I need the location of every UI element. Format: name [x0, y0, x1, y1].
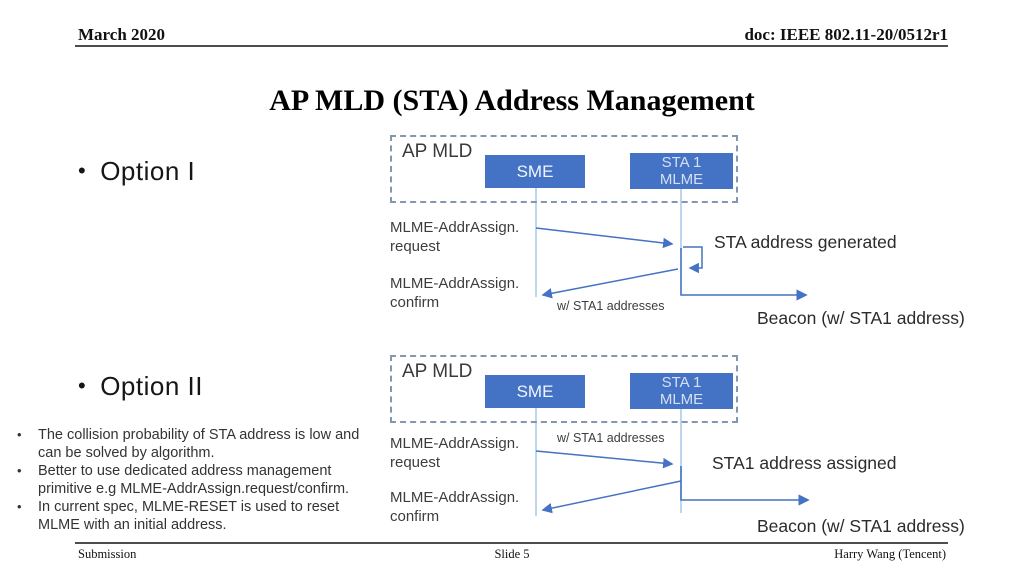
- confirm-arrow-1: [541, 268, 679, 299]
- page-title: AP MLD (STA) Address Management: [269, 84, 755, 117]
- note-text: Better to use dedicated address manageme…: [38, 463, 350, 497]
- beacon-arrow-1: [680, 248, 808, 301]
- bullet-glyph: •: [17, 499, 22, 514]
- request-arrow-2: [535, 450, 674, 469]
- bullet-glyph: •: [17, 427, 22, 442]
- option-1: • Option I: [78, 156, 195, 187]
- header-rule: [75, 45, 948, 47]
- list-item: • Better to use dedicated address managem…: [17, 462, 379, 498]
- option-2: • Option II: [78, 371, 203, 402]
- notes-list: • The collision probability of STA addres…: [17, 426, 379, 534]
- event-label-1: STA address generated: [714, 232, 897, 252]
- option-1-label: Option I: [100, 156, 196, 186]
- note-text: In current spec, MLME-RESET is used to r…: [38, 499, 340, 533]
- header-date: March 2020: [78, 25, 166, 44]
- sme-box-1: SME: [485, 155, 585, 188]
- list-item: • In current spec, MLME-RESET is used to …: [17, 498, 379, 534]
- request-label-2: MLME-AddrAssign. request: [390, 435, 520, 471]
- option-2-label: Option II: [100, 371, 203, 401]
- beacon-label-1: Beacon (w/ STA1 address): [757, 308, 965, 328]
- sta1-mlme-box-1: STA 1 MLME: [630, 153, 733, 189]
- sta1-mlme-box-2: STA 1 MLME: [630, 373, 733, 409]
- confirm-label-1: MLME-AddrAssign. confirm: [390, 275, 520, 311]
- ap-mld-container-2: [390, 355, 738, 423]
- list-item: • The collision probability of STA addres…: [17, 426, 379, 462]
- addresses-note-2: w/ STA1 addresses: [557, 431, 665, 445]
- ap-mld-label-2: AP MLD: [402, 361, 473, 382]
- request-arrow-1: [535, 227, 674, 249]
- confirm-label-2: MLME-AddrAssign. confirm: [390, 489, 520, 525]
- bullet-glyph: •: [78, 373, 87, 398]
- footer-rule: [75, 542, 948, 544]
- footer-submission: Submission: [78, 547, 137, 561]
- footer-author: Harry Wang (Tencent): [834, 547, 946, 561]
- sme-box-2: SME: [485, 375, 585, 408]
- bullet-glyph: •: [78, 158, 87, 183]
- request-label-1: MLME-AddrAssign. request: [390, 219, 520, 255]
- confirm-arrow-2: [541, 480, 682, 514]
- header-doc-number: doc: IEEE 802.11-20/0512r1: [744, 25, 948, 44]
- beacon-label-2: Beacon (w/ STA1 address): [757, 516, 965, 536]
- addresses-note-1: w/ STA1 addresses: [557, 299, 665, 313]
- self-loop-1: [683, 246, 703, 274]
- footer-slide-number: Slide 5: [494, 547, 530, 561]
- ap-mld-container-1: [390, 135, 738, 203]
- ap-mld-label-1: AP MLD: [402, 141, 473, 162]
- bullet-glyph: •: [17, 463, 22, 478]
- event-label-2: STA1 address assigned: [712, 453, 897, 473]
- note-text: The collision probability of STA address…: [38, 427, 360, 461]
